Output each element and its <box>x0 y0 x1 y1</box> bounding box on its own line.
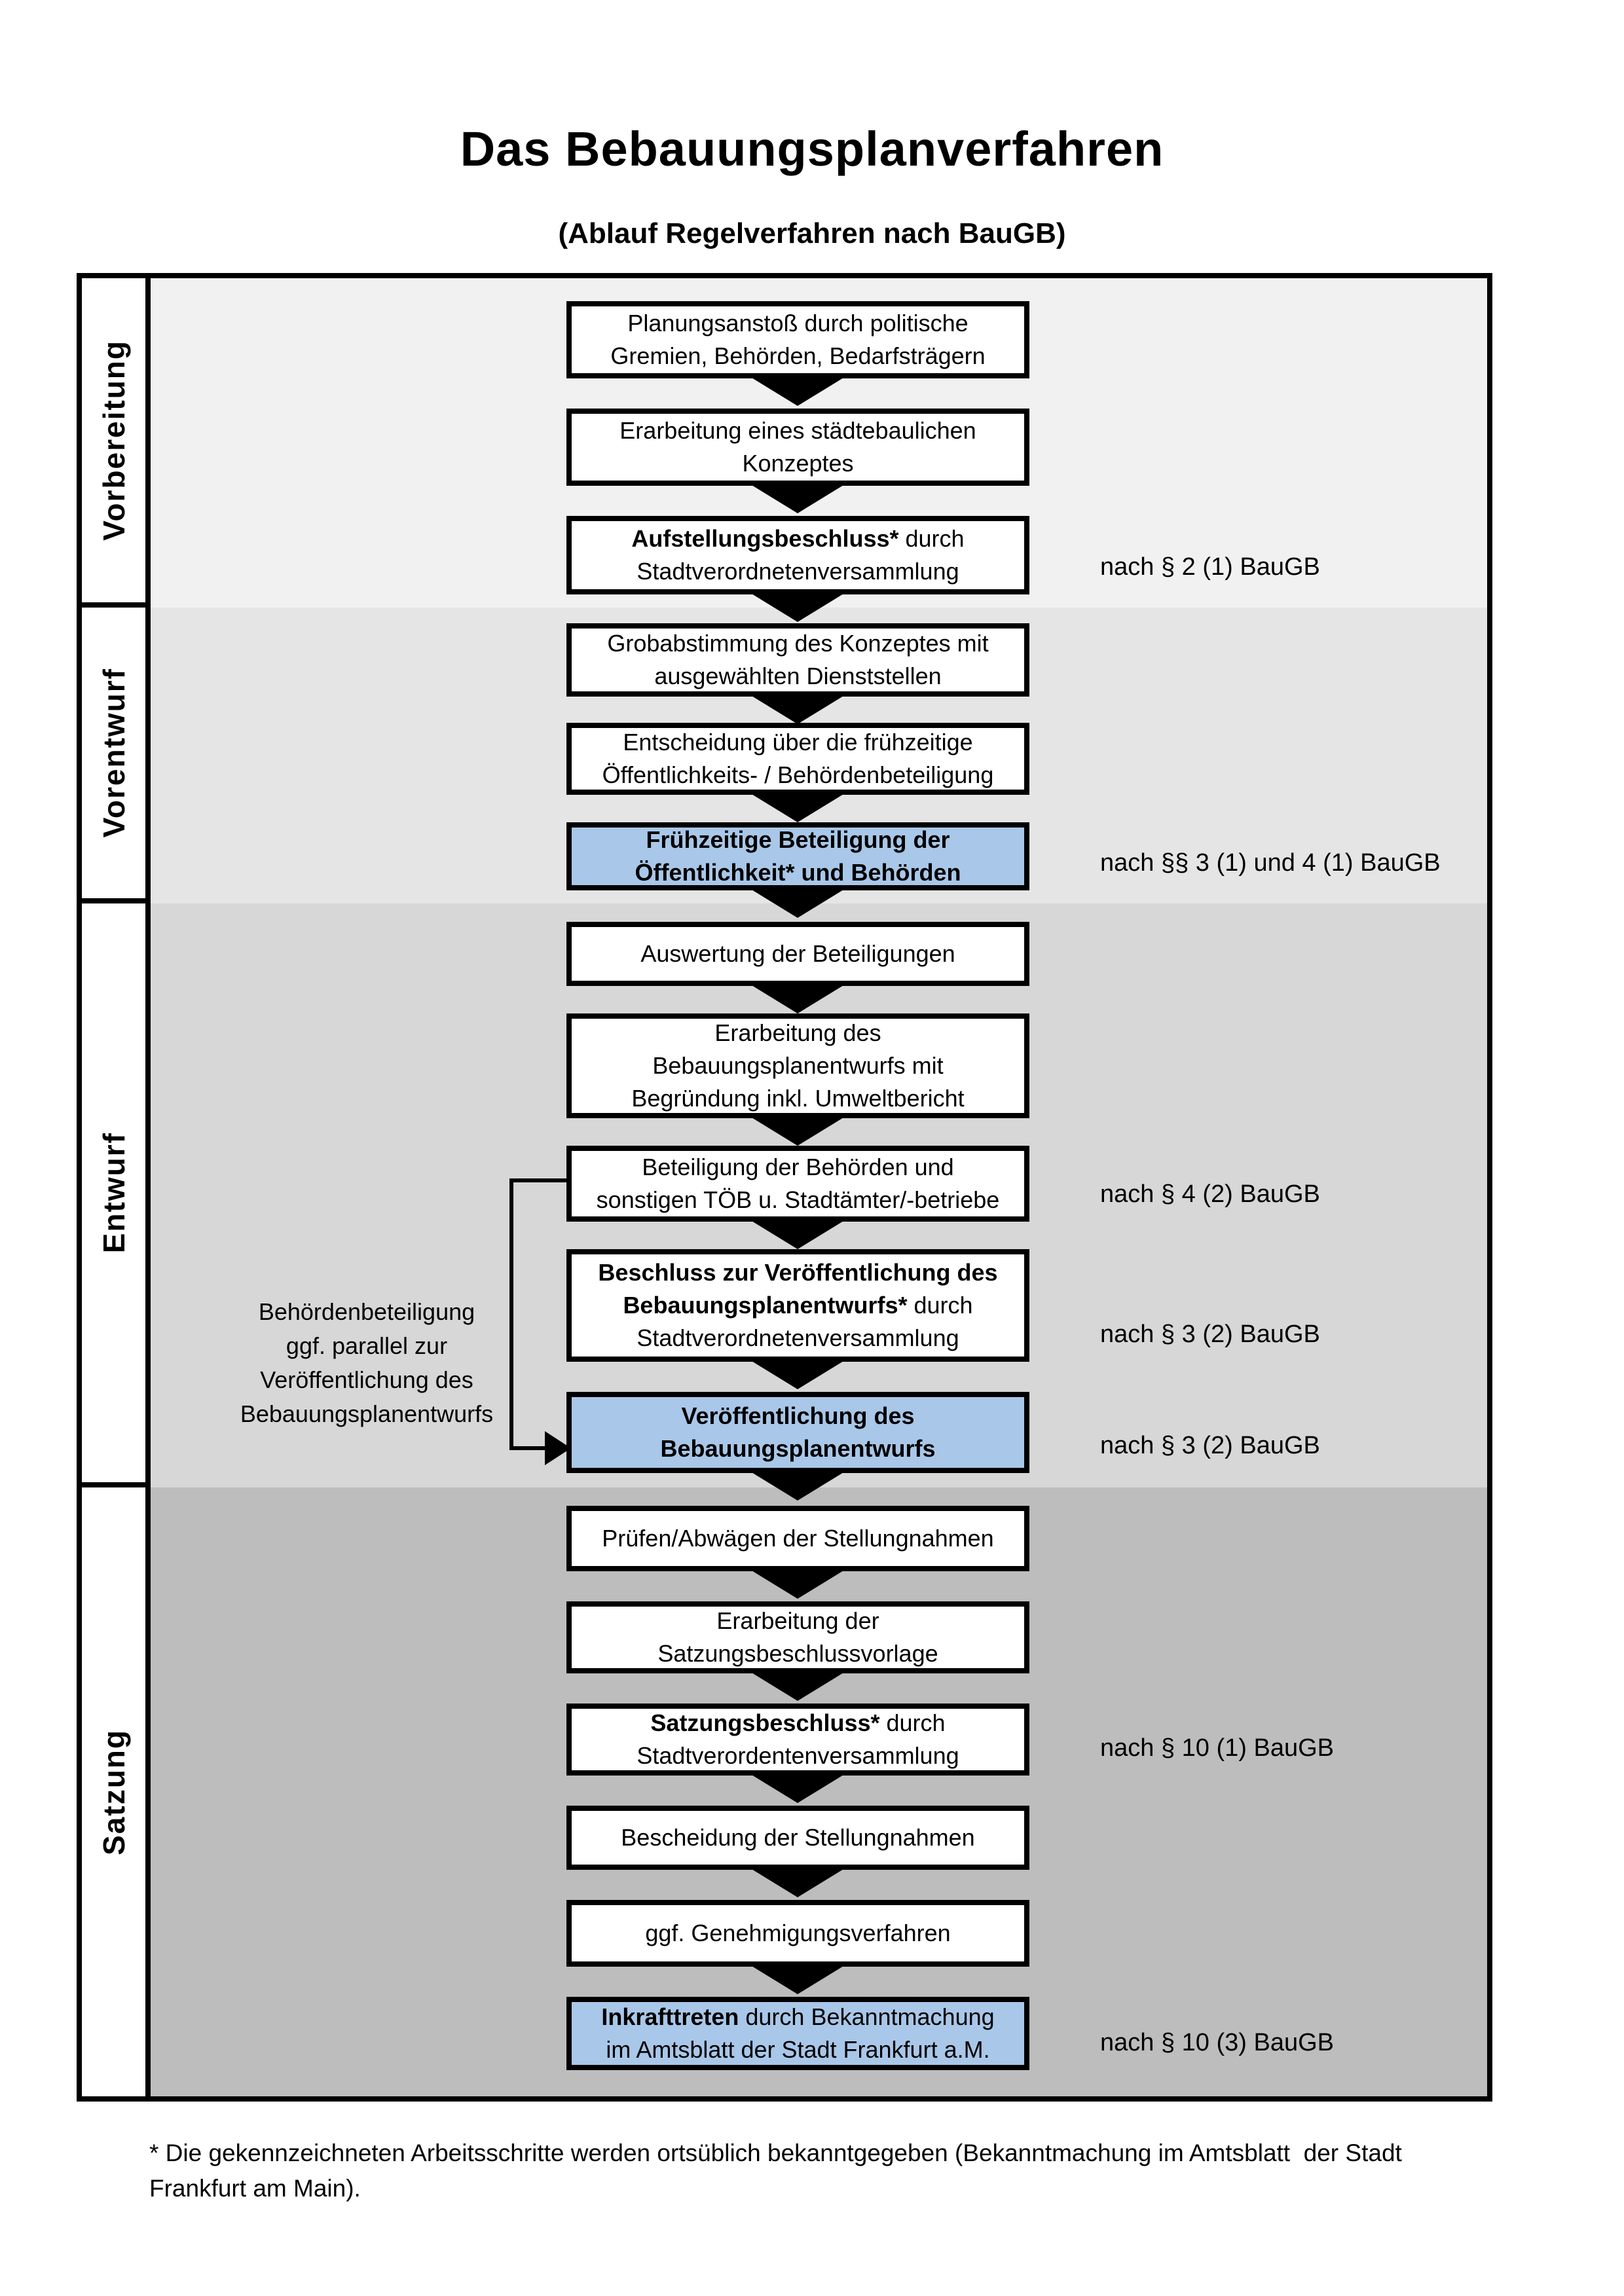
phase-label-vorbereitung: Vorbereitung <box>96 340 131 541</box>
flow-box-text: Bebauungsplanentwurfs <box>660 1435 936 1462</box>
flow-box-text: Satzungsbeschlussvorlage <box>657 1640 938 1667</box>
flow-box-text: ggf. Genehmigungsverfahren <box>645 1920 951 1946</box>
flow-arrow-down-icon <box>748 592 847 622</box>
flow-box-text: Satzungsbeschluss* durch <box>650 1709 946 1736</box>
flow-arrow-down-icon <box>748 1773 847 1803</box>
flow-arrow-down-icon <box>748 1470 847 1501</box>
flow-box-text: Aufstellungsbeschluss* durch <box>631 525 965 552</box>
flow-box-text: Stadtverordnetenversammlung <box>637 1324 959 1351</box>
flow-arrow-down-icon <box>748 1964 847 1994</box>
flow-box-text: Auswertung der Beteiligungen <box>640 940 955 967</box>
flow-box-text: Öffentlichkeits- / Behördenbeteiligung <box>602 761 994 788</box>
parallel-connector-line <box>509 1178 568 1182</box>
legal-note: nach § 3 (2) BauGB <box>1100 1432 1320 1459</box>
flow-arrow-down-icon <box>748 1569 847 1599</box>
flow-box-text: Planungsanstoß durch politische <box>627 310 969 337</box>
legal-note: nach § 10 (1) BauGB <box>1100 1734 1334 1762</box>
parallel-connector-line <box>509 1178 513 1450</box>
flow-box-text: Beteiligung der Behörden und <box>642 1154 954 1180</box>
flow-box-text: Prüfen/Abwägen der Stellungnahmen <box>602 1525 994 1552</box>
phase-label-vorentwurf: Vorentwurf <box>96 668 131 838</box>
legal-note: nach §§ 3 (1) und 4 (1) BauGB <box>1100 849 1441 877</box>
flow-box-text: Frühzeitige Beteiligung der <box>646 826 950 853</box>
flow-arrow-down-icon <box>748 376 847 406</box>
flow-box-text: Erarbeitung eines städtebaulichen <box>619 417 976 444</box>
flow-box-text: Konzeptes <box>742 450 854 477</box>
phase-label-satzung: Satzung <box>96 1728 131 1855</box>
flow-box-text: Erarbeitung des <box>714 1019 881 1046</box>
flow-box-text: Öffentlichkeit* und Behörden <box>635 859 961 886</box>
flow-box-text: Grobabstimmung des Konzeptes mit <box>607 630 989 657</box>
phase-label-entwurf: Entwurf <box>96 1132 131 1254</box>
phase-label-cell: Satzung <box>82 1487 151 2096</box>
flow-box-7: Auswertung der Beteiligungen <box>566 922 1029 986</box>
flow-arrow-down-icon <box>748 983 847 1013</box>
flow-box-text: ausgewählten Dienststellen <box>654 663 942 689</box>
side-annotation: Behördenbeteiligung ggf. parallel zur Ve… <box>240 1298 494 1427</box>
flow-arrow-down-icon <box>748 888 847 918</box>
flow-arrow-down-icon <box>748 694 847 724</box>
phase-label-cell: Vorentwurf <box>82 608 151 903</box>
phase-label-cell: Vorbereitung <box>82 278 151 608</box>
flow-box-text: Beschluss zur Veröffentlichung des <box>598 1259 998 1286</box>
flow-box-text: Gremien, Behörden, Bedarfsträgern <box>610 342 986 369</box>
legal-note: nach § 2 (1) BauGB <box>1100 553 1320 581</box>
flow-box-text: Entscheidung über die frühzeitige <box>623 729 973 756</box>
flow-arrow-down-icon <box>748 792 847 822</box>
flow-box-12: Prüfen/Abwägen der Stellungnahmen <box>566 1506 1029 1571</box>
flow-box-text: Inkrafttreten durch Bekanntmachung <box>601 2003 995 2030</box>
flow-box-4: Grobabstimmung des Konzeptes mit ausgewäh… <box>566 623 1029 697</box>
flow-arrow-down-icon <box>748 1867 847 1897</box>
flow-arrow-down-icon <box>748 1219 847 1249</box>
flow-box-text: Stadtverordentenversammlung <box>637 1742 959 1769</box>
flow-arrow-down-icon <box>748 1671 847 1701</box>
flow-box-16: ggf. Genehmigungsverfahren <box>566 1900 1029 1967</box>
flow-box-text: sonstigen TÖB u. Stadtämter/-betriebe <box>596 1186 1000 1213</box>
flow-box-9: Beteiligung der Behörden und sonstigen TÖ… <box>566 1146 1320 1222</box>
flow-box-15: Bescheidung der Stellungnahmen <box>566 1806 1029 1870</box>
flow-box-text: Erarbeitung der <box>716 1607 879 1634</box>
phase-label-cell: Entwurf <box>82 903 151 1487</box>
flow-box-text: Bebauungsplanentwurfs mit <box>652 1052 944 1079</box>
parallel-connector-line <box>509 1446 547 1450</box>
footnote: * Die gekennzeichneten Arbeitsschritte w… <box>149 2140 1402 2202</box>
legal-note: nach § 3 (2) BauGB <box>1100 1321 1320 1348</box>
page-title: Das Bebauungsplanverfahren <box>460 122 1164 176</box>
flow-arrow-down-icon <box>748 1116 847 1146</box>
flow-box-text: Veröffentlichung des <box>681 1402 915 1429</box>
flow-box-text: Begründung inkl. Umweltbericht <box>631 1085 965 1112</box>
flow-arrow-down-icon <box>748 1359 847 1389</box>
legal-note: nach § 10 (3) BauGB <box>1100 2029 1334 2056</box>
flow-box-text: Stadtverordnetenversammlung <box>637 558 959 585</box>
legal-note: nach § 4 (2) BauGB <box>1100 1180 1320 1208</box>
flow-box-17: Inkrafttreten durch Bekanntmachung im Amt… <box>566 1997 1334 2070</box>
flow-box-text: im Amtsblatt der Stadt Frankfurt a.M. <box>606 2036 990 2063</box>
flow-box-text: Bebauungsplanentwurfs* durch <box>623 1292 973 1319</box>
page-subtitle: (Ablauf Regelverfahren nach BauGB) <box>558 217 1066 249</box>
flow-box-text: Bescheidung der Stellungnahmen <box>621 1824 975 1851</box>
flow-arrow-down-icon <box>748 483 847 513</box>
